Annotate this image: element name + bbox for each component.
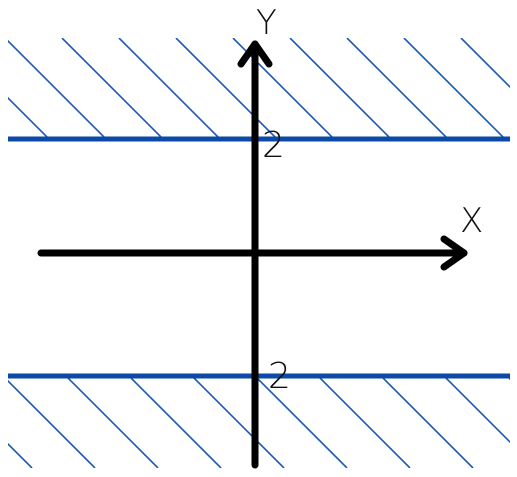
y-axis-label: Y [256, 3, 277, 43]
hatch-line [118, 38, 221, 139]
hatch-line [8, 379, 96, 468]
hatch-line [8, 39, 107, 139]
hatch-line [128, 376, 222, 468]
hatch-line [191, 376, 285, 468]
hatch-line [61, 38, 164, 139]
hatch-line [317, 376, 411, 468]
hatch-line [460, 38, 510, 89]
x-axis-label: X [460, 201, 483, 241]
hatch-line [346, 38, 449, 139]
hatch-line [443, 376, 510, 444]
hatch-line [506, 376, 510, 381]
hatch-line [254, 376, 348, 468]
hatch-line [8, 442, 33, 468]
hatch-line [175, 38, 278, 139]
upper-line-label: 2 [262, 125, 285, 166]
hatch-line [65, 376, 159, 468]
hatch-line [403, 38, 506, 139]
lower-line-label: 2 [268, 356, 291, 397]
y-axis-arrowhead [237, 40, 273, 68]
x-axis-arrowhead [440, 235, 468, 271]
hatch-line [289, 38, 392, 139]
hatch-line [380, 376, 474, 468]
lower-shaded-region [8, 376, 510, 468]
y-axis [237, 40, 273, 469]
hatch-line [8, 96, 50, 139]
